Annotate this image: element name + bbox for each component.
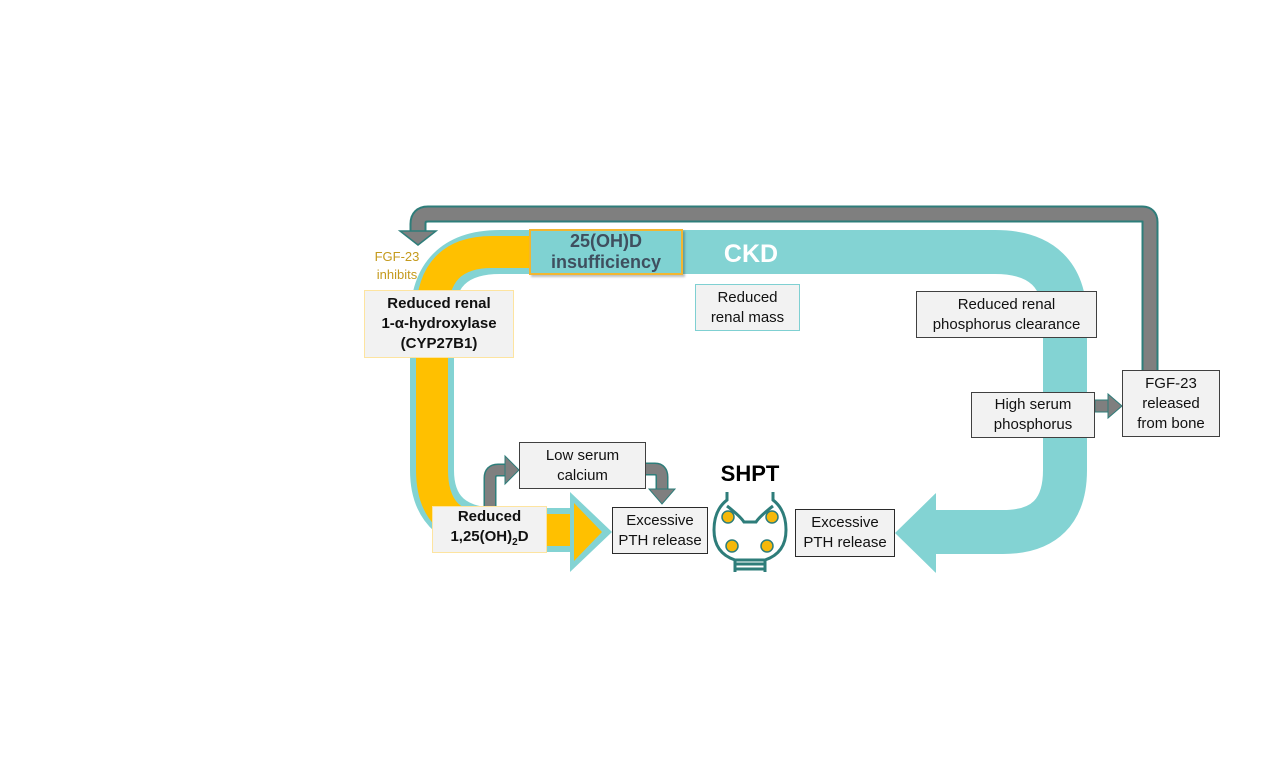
- reduced-calcitriol-box: Reduced 1,25(OH)2D: [432, 506, 547, 553]
- reduced-calcitriol-line2: 1,25(OH)2D: [450, 527, 528, 553]
- excessive-pth-left-box: Excessive PTH release: [612, 507, 708, 554]
- reduced-renal-mass-box: Reduced renal mass: [695, 284, 800, 331]
- phosphorus-to-fgf23-arrow: [1094, 399, 1110, 413]
- calcium-to-pth-arrowhead: [647, 488, 677, 505]
- ckd-right-arrowhead-big: [895, 493, 936, 573]
- excessive-pth-right-box: Excessive PTH release: [795, 509, 895, 557]
- calcitriol-subscript: 2: [512, 536, 518, 548]
- calcitriol-to-calcium-arrow-fill: [485, 465, 506, 508]
- reduced-hydroxylase-box: Reduced renal 1-α-hydroxylase (CYP27B1): [364, 290, 514, 358]
- gold-arrowhead: [574, 503, 602, 561]
- fgf23-feedback-arrowhead: [397, 230, 439, 246]
- shpt-label: SHPT: [720, 461, 780, 486]
- fgf23-inhibits-label: FGF-23 inhibits: [374, 249, 420, 282]
- reduced-phosphorus-clearance-box: Reduced renal phosphorus clearance: [916, 291, 1097, 338]
- ckd-right-descent: [930, 430, 1087, 554]
- calcium-to-pth-arrow-fill: [646, 464, 667, 490]
- reduced-calcitriol-line1: Reduced: [457, 507, 522, 525]
- phosphorus-to-fgf23-arrowhead: [1107, 392, 1123, 420]
- fgf23-feedback-arrow-fill: [411, 207, 1157, 372]
- 25ohd-insufficiency-label: 25(OH)D insufficiency: [529, 229, 683, 275]
- calcitriol-text-end: D: [517, 527, 529, 545]
- ckd-label: CKD: [723, 240, 779, 268]
- fgf23-released-box: FGF-23 released from bone: [1122, 370, 1220, 437]
- calcitriol-text: 1,25(OH): [450, 527, 513, 545]
- high-serum-phosphorus-box: High serum phosphorus: [971, 392, 1095, 438]
- calcitriol-to-calcium-arrowhead: [504, 454, 520, 486]
- low-serum-calcium-box: Low serum calcium: [519, 442, 646, 489]
- parathyroid-gland-icon: [712, 492, 788, 572]
